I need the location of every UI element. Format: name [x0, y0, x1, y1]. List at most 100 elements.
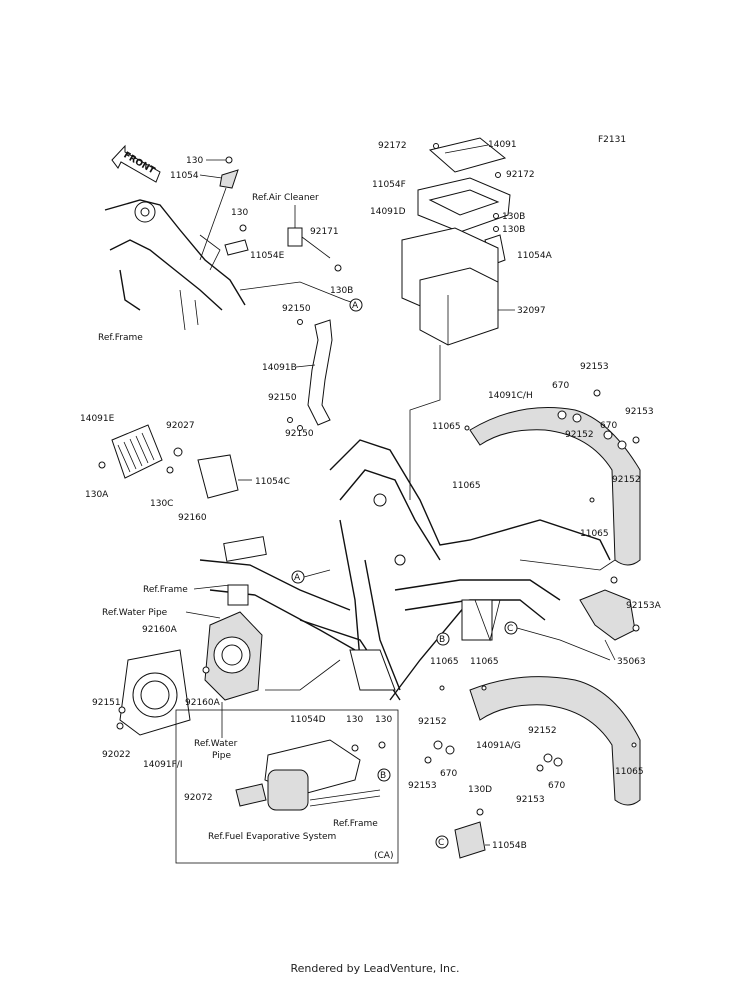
label-92153-b: 92153: [408, 781, 437, 791]
cover-14091E-grille: [117, 432, 155, 473]
label-11065-d: 11065: [430, 657, 459, 667]
ca-box-tag: (CA): [374, 851, 393, 861]
bracket-11054E-shape: [224, 239, 249, 256]
label-14091D: 14091D: [370, 207, 406, 217]
cover-14091FI-shape: [119, 649, 191, 736]
label-11065-a: 11065: [432, 422, 461, 432]
ref-circle-c-mid: C: [504, 621, 518, 635]
label-92027: 92027: [166, 421, 195, 431]
side-cover-14091AG-shape: [469, 676, 641, 806]
label-670-d: 670: [548, 781, 565, 791]
bracket-11054C-shape: [197, 454, 239, 499]
label-92072: 92072: [184, 793, 213, 803]
ref-circle-b-mid: B: [436, 632, 450, 646]
ref-circle-c-bottom: C: [435, 835, 449, 849]
label-130A: 130A: [85, 490, 109, 500]
label-92160A-a: 92160A: [142, 625, 178, 635]
label-14091CH: 14091C/H: [488, 391, 533, 401]
label-130-mid: 130: [231, 208, 248, 218]
ref-circle-a-top: A: [349, 298, 363, 312]
label-92172-right: 92172: [506, 170, 535, 180]
bracket-35063-shape: [579, 589, 636, 641]
svg-text:A: A: [294, 573, 301, 583]
label-130B-left: 130B: [330, 286, 353, 296]
label-92152-a: 92152: [565, 430, 594, 440]
battery-32097-shape: [401, 227, 499, 346]
bracket-11054B-shape: [454, 821, 486, 859]
label-92151: 92151: [92, 698, 121, 708]
label-11065-f: 11065: [615, 767, 644, 777]
label-35063: 35063: [617, 657, 646, 667]
label-14091AG: 14091A/G: [476, 741, 521, 751]
bracket-11054-shape: [219, 169, 239, 189]
ref-circle-b-box: B: [377, 768, 391, 782]
label-670-c: 670: [440, 769, 457, 779]
label-32097: 32097: [517, 306, 546, 316]
label-14091B: 14091B: [262, 363, 297, 373]
ref-fuel-evap-label: Ref.Fuel Evaporative System: [208, 832, 336, 842]
ref-frame-top-label: Ref.Frame: [98, 333, 143, 343]
label-92152-c: 92152: [418, 717, 447, 727]
figure-code: F2131: [598, 135, 626, 145]
label-130B-r2: 130B: [502, 225, 525, 235]
label-11054F: 11054F: [372, 180, 406, 190]
label-130C: 130C: [150, 499, 173, 509]
air-cleaner-valve-shape: [287, 227, 303, 247]
label-670-b: 670: [600, 421, 617, 431]
ref-air-cleaner-label: Ref.Air Cleaner: [252, 193, 319, 203]
label-11054C: 11054C: [255, 477, 290, 487]
label-92022: 92022: [102, 750, 131, 760]
label-130D: 130D: [468, 785, 492, 795]
label-130-box2: 130: [375, 715, 392, 725]
label-11065-e: 11065: [470, 657, 499, 667]
label-11054B: 11054B: [492, 841, 527, 851]
label-92153-top: 92153: [580, 362, 609, 372]
front-arrow-icon: FRONT: [111, 144, 161, 183]
footer-credit: Rendered by LeadVenture, Inc.: [290, 962, 460, 975]
svg-text:C: C: [438, 838, 444, 848]
label-11054D: 11054D: [290, 715, 326, 725]
label-11065-c: 11065: [580, 529, 609, 539]
ref-water-pipe-a-label: Ref.Water Pipe: [102, 608, 168, 618]
label-92152-d: 92152: [528, 726, 557, 736]
side-cover-14091CH-shape: [469, 407, 641, 566]
ref-frame-mid-label: Ref.Frame: [143, 585, 188, 595]
ca-box-frame: [175, 709, 399, 864]
frame-sketch-top: [104, 199, 246, 331]
svg-text:B: B: [380, 771, 386, 781]
label-11054E: 11054E: [250, 251, 285, 261]
ref-water-pipe-b2-label: Pipe: [212, 751, 231, 761]
label-92153A: 92153A: [626, 601, 662, 611]
label-670-a: 670: [552, 381, 569, 391]
label-92153-c: 92153: [516, 795, 545, 805]
engine-cover-shape: [204, 611, 263, 701]
svg-text:C: C: [507, 624, 513, 634]
label-11065-b: 11065: [452, 481, 481, 491]
label-11054A: 11054A: [517, 251, 553, 261]
label-92171: 92171: [310, 227, 339, 237]
battery-cover-14091-shape: [428, 137, 507, 173]
svg-text:A: A: [352, 301, 359, 311]
ref-circle-a-mid: A: [291, 570, 305, 584]
label-92160A-b: 92160A: [185, 698, 221, 708]
cover-14091E-shape: [111, 424, 163, 479]
band-92072-shape: [235, 783, 267, 807]
label-14091E: 14091E: [80, 414, 115, 424]
label-130-top: 130: [186, 156, 203, 166]
svg-text:B: B: [439, 635, 445, 645]
label-92150-a: 92150: [282, 304, 311, 314]
label-130-box1: 130: [346, 715, 363, 725]
label-14091FI: 14091F/I: [143, 760, 183, 770]
label-92172-left: 92172: [378, 141, 407, 151]
label-92150-c: 92150: [285, 429, 314, 439]
canister-bracket-shape: [264, 739, 381, 811]
label-92150-b: 92150: [268, 393, 297, 403]
label-92160: 92160: [178, 513, 207, 523]
label-130B-r1: 130B: [502, 212, 525, 222]
main-frame-shape: [199, 439, 616, 701]
label-92152-b: 92152: [612, 475, 641, 485]
battery-tray-14091D-shape: [417, 177, 511, 233]
label-14091: 14091: [488, 140, 517, 150]
ref-water-pipe-b1-label: Ref.Water: [194, 739, 238, 749]
